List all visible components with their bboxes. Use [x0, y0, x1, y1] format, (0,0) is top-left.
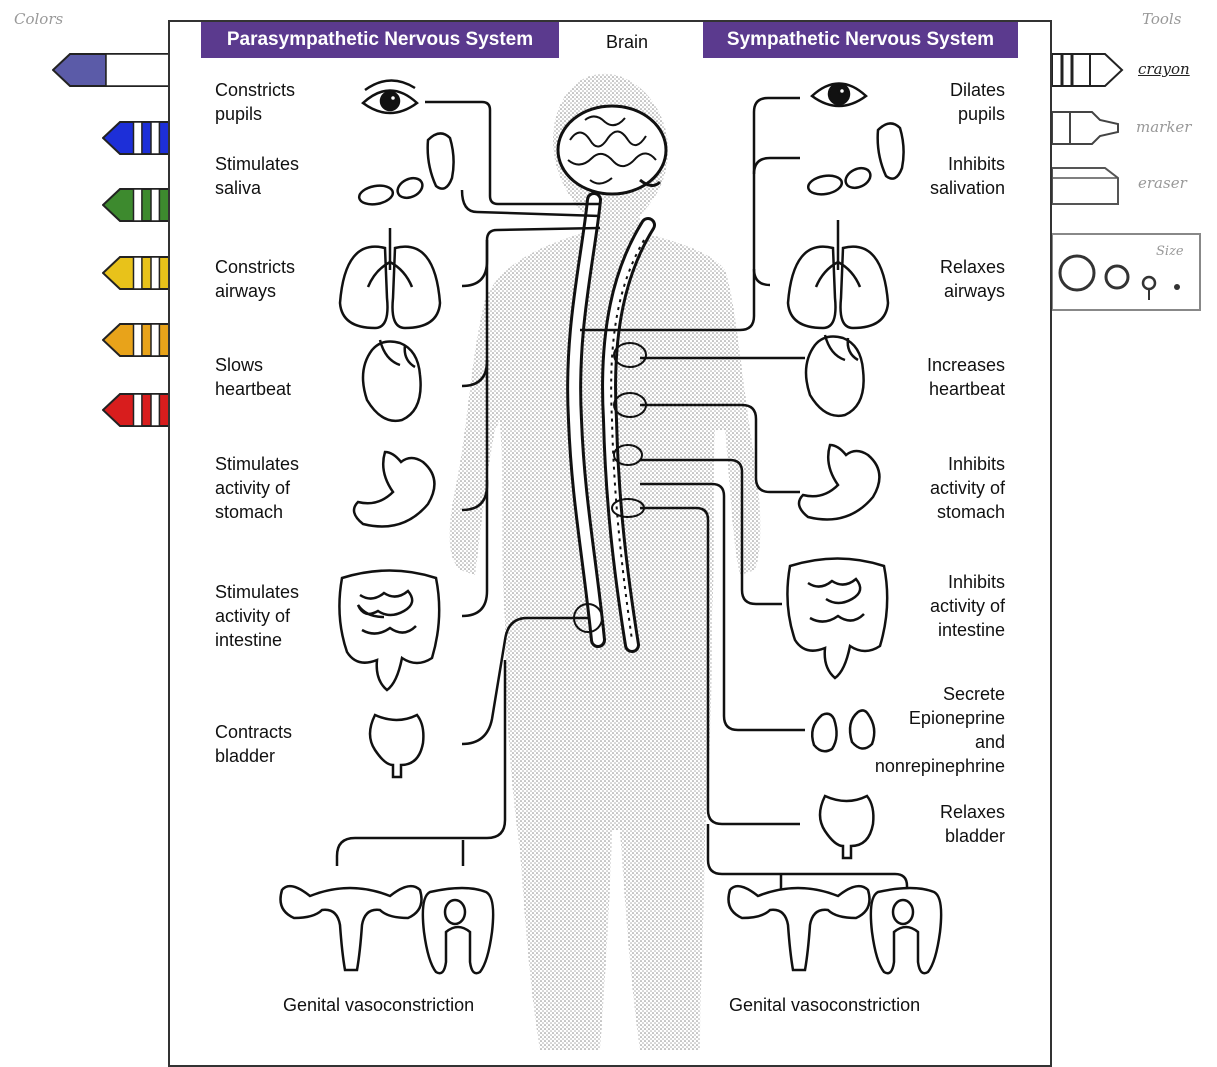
effect-line: and — [875, 730, 1005, 754]
body-silhouette — [450, 74, 761, 1050]
effect-line: Inhibits — [930, 570, 1005, 594]
effect-line: airways — [940, 279, 1005, 303]
brain-icon — [558, 106, 666, 194]
parasympathetic-header: Parasympathetic Nervous System — [201, 22, 559, 58]
uterus-icon-left — [281, 886, 422, 970]
uterus-icon-right — [729, 886, 870, 970]
bladder-icon-left — [370, 715, 423, 777]
intestine-icon-left — [339, 571, 439, 691]
stomach-icon-left — [354, 452, 434, 527]
effect-line: activity of — [930, 594, 1005, 618]
effect-line: heartbeat — [927, 377, 1005, 401]
effect-line: Stimulates — [215, 152, 299, 176]
lungs-icon-left — [340, 228, 440, 328]
heart-icon-right — [806, 335, 864, 416]
effect-line: intestine — [930, 618, 1005, 642]
adrenal-gland-icon — [812, 710, 874, 751]
effect-line: Relaxes — [940, 255, 1005, 279]
eye-icon-right — [812, 84, 866, 107]
effect-line: Increases — [927, 353, 1005, 377]
effect-line: Constricts — [215, 78, 295, 102]
effect-line: stomach — [215, 500, 299, 524]
effect-line: bladder — [940, 824, 1005, 848]
male-reproductive-icon-right — [871, 888, 941, 973]
effect-line: intestine — [215, 628, 299, 652]
sympathetic-header: Sympathetic Nervous System — [703, 22, 1018, 58]
effect-line: airways — [215, 279, 295, 303]
effect-line: Slows — [215, 353, 291, 377]
effect-line: pupils — [950, 102, 1005, 126]
effect-line: Constricts — [215, 255, 295, 279]
genital-label-left: Genital vasoconstriction — [283, 995, 474, 1016]
effect-line: Epioneprine — [875, 706, 1005, 730]
intestine-icon-right — [787, 559, 887, 679]
stomach-icon-right — [799, 445, 879, 520]
effect-line: activity of — [930, 476, 1005, 500]
salivary-gland-icon-left — [358, 133, 454, 206]
effect-line: activity of — [215, 604, 299, 628]
effect-line: saliva — [215, 176, 299, 200]
effect-line: Stimulates — [215, 452, 299, 476]
effect-line: Dilates — [950, 78, 1005, 102]
effect-line: stomach — [930, 500, 1005, 524]
effect-line: Secrete — [875, 682, 1005, 706]
eye-icon-left — [363, 80, 417, 113]
brain-label: Brain — [606, 32, 648, 53]
effect-line: Inhibits — [930, 152, 1005, 176]
effect-line: Contracts — [215, 720, 292, 744]
heart-icon-left — [363, 340, 421, 421]
effect-line: pupils — [215, 102, 295, 126]
bladder-icon-right — [820, 796, 873, 858]
effect-line: bladder — [215, 744, 292, 768]
effect-line: heartbeat — [215, 377, 291, 401]
effect-line: activity of — [215, 476, 299, 500]
lungs-icon-right — [788, 220, 888, 328]
effect-line: Stimulates — [215, 580, 299, 604]
male-reproductive-icon-left — [423, 888, 493, 973]
effect-line: nonrepinephrine — [875, 754, 1005, 778]
effect-line: Relaxes — [940, 800, 1005, 824]
salivary-gland-icon-right — [807, 123, 904, 196]
genital-label-right: Genital vasoconstriction — [729, 995, 920, 1016]
effect-line: salivation — [930, 176, 1005, 200]
effect-line: Inhibits — [930, 452, 1005, 476]
